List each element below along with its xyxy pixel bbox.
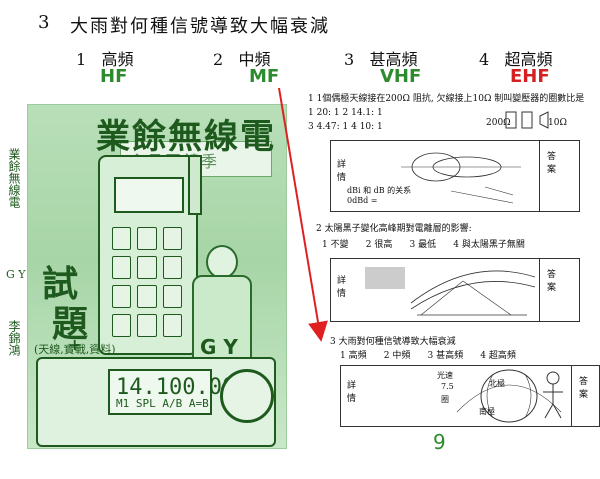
cover-shiti-bottom: 題 xyxy=(52,303,89,345)
question-number: 3 xyxy=(38,12,50,33)
q2-option-2[interactable]: 2 很高 xyxy=(365,240,393,250)
page-number: 9 xyxy=(433,430,446,454)
q2-text: 2 太陽黑子變化高峰期對電離層的影響: xyxy=(316,224,472,234)
q3-options: 1 高頻 2 中頻 3 甚高頻 4 超高頻 xyxy=(340,348,516,361)
globe-diagram xyxy=(456,369,562,423)
radio-lcd: 14.100.00 M1 SPL A/B A=B xyxy=(108,369,235,415)
q3-text: 3 大雨對何種信號導致大幅衰減 xyxy=(330,337,456,347)
band-mf: MF xyxy=(249,66,280,87)
band-hf: HF xyxy=(100,66,128,87)
person-figure xyxy=(188,245,252,369)
q1-detail-box: 詳 情 答 案 dBi 和 dB 的关系 0dBd = xyxy=(330,140,580,212)
stick-figure-icon xyxy=(543,371,563,419)
radio-keypad xyxy=(112,227,182,337)
cover-gy: G Y xyxy=(200,335,238,359)
q1-divider xyxy=(539,141,540,211)
ionosphere-diagram xyxy=(410,270,536,316)
q3-option-1[interactable]: 1 高頻 xyxy=(340,351,367,361)
option-label: 高頻 xyxy=(101,50,134,69)
q1-text: 1 1個偶極天線接在200Ω 阻抗, 欠線接上10Ω 制叫變壓器的圈數比是 xyxy=(308,94,585,104)
handheld-radio xyxy=(98,155,202,355)
globe-text-3: 圈 xyxy=(441,395,449,404)
transformer-icon xyxy=(505,111,549,129)
radio-screen xyxy=(114,177,184,213)
q1-formula-1: dBi 和 dB 的关系 xyxy=(347,186,412,195)
q2-detail-box: 詳 情 答 案 xyxy=(330,258,580,322)
q1-detail-label: 詳 情 xyxy=(337,160,347,183)
q3-detail-box: 詳 情 答 案 光速 7.5 圈 北極 南極 xyxy=(340,365,600,427)
q3-option-4[interactable]: 4 超高頻 xyxy=(480,351,516,361)
option-4[interactable]: 4 超高頻 xyxy=(479,46,552,70)
option-label: 甚高頻 xyxy=(369,50,418,69)
cover-title: 業餘無線電 xyxy=(96,117,276,157)
option-number: 3 xyxy=(344,50,355,69)
cover-subtitle: (天線,實戰,資料) xyxy=(34,343,116,356)
q3-option-3[interactable]: 3 甚高頻 xyxy=(427,351,464,361)
radio-lcd-sub: M1 SPL A/B A=B xyxy=(116,397,209,410)
cover-image: 會員回饋季 業餘無線電 試 題 + (天線,實戰,資料) G Y 14.100.… xyxy=(27,104,287,449)
option-3[interactable]: 3 甚高頻 xyxy=(344,46,417,70)
cover-plus: + xyxy=(68,335,82,354)
tuning-knob-icon xyxy=(220,369,274,423)
option-label: 超高頻 xyxy=(504,50,553,69)
band-ehf: EHF xyxy=(510,66,550,87)
globe-text-5: 南極 xyxy=(479,407,495,416)
globe-text-1: 光速 xyxy=(437,371,453,380)
base-radio: 14.100.00 M1 SPL A/B A=B xyxy=(36,357,276,447)
option-number: 1 xyxy=(76,50,87,69)
q2-options: 1 不變 2 很高 3 最低 4 與太陽黑子無關 xyxy=(322,237,525,250)
q1-impedance-left: 200Ω xyxy=(486,118,511,128)
cover-shiti-top: 試 xyxy=(42,263,79,305)
left-vertical-author: 李錦鴻 xyxy=(7,320,21,356)
q2-option-4[interactable]: 4 與太陽黑子無關 xyxy=(453,240,525,250)
q2-placeholder-image xyxy=(365,267,405,289)
q3-option-2[interactable]: 2 中頻 xyxy=(383,351,411,361)
left-gy: G Y xyxy=(6,268,26,281)
antenna-icon xyxy=(188,155,202,215)
q2-option-3[interactable]: 3 最低 xyxy=(409,240,437,250)
q2-detail-label: 詳 情 xyxy=(337,276,347,299)
q3-detail-label: 詳 情 xyxy=(347,381,357,404)
globe-text-4: 北極 xyxy=(489,379,505,388)
q1-answer-label: 答 案 xyxy=(547,152,557,175)
q3-answer-label: 答 案 xyxy=(579,377,589,400)
q2-option-1[interactable]: 1 不變 xyxy=(322,240,349,250)
q2-answer-label: 答 案 xyxy=(547,270,557,293)
q1-impedance-right: 10Ω xyxy=(548,118,567,128)
q2-divider xyxy=(539,259,540,321)
q1-options-row1: 1 20: 1 2 14.1: 1 xyxy=(308,108,383,118)
question-title: 大雨對何種信號導致大幅衰減 xyxy=(70,16,330,37)
q1-options-row2: 3 4.47: 1 4 10: 1 xyxy=(308,122,383,132)
band-vhf: VHF xyxy=(380,66,422,87)
q3-divider xyxy=(571,366,572,426)
q1-formula-2: 0dBd = xyxy=(347,196,378,205)
radio-frequency: 14.100.00 xyxy=(116,375,236,400)
option-2[interactable]: 2 中頻 xyxy=(213,46,270,70)
option-label: 中頻 xyxy=(238,50,271,69)
left-vertical-title: 業餘無線電 xyxy=(7,148,21,208)
antenna-pattern-diagram xyxy=(401,152,521,204)
option-number: 2 xyxy=(213,50,224,69)
option-1[interactable]: 1 高頻 xyxy=(76,46,133,70)
q1-block: 1 1個偶極天線接在200Ω 阻抗, 欠線接上10Ω 制叫變壓器的圈數比是 1 … xyxy=(308,92,584,134)
globe-text-2: 7.5 xyxy=(441,382,454,391)
option-number: 4 xyxy=(479,50,490,69)
